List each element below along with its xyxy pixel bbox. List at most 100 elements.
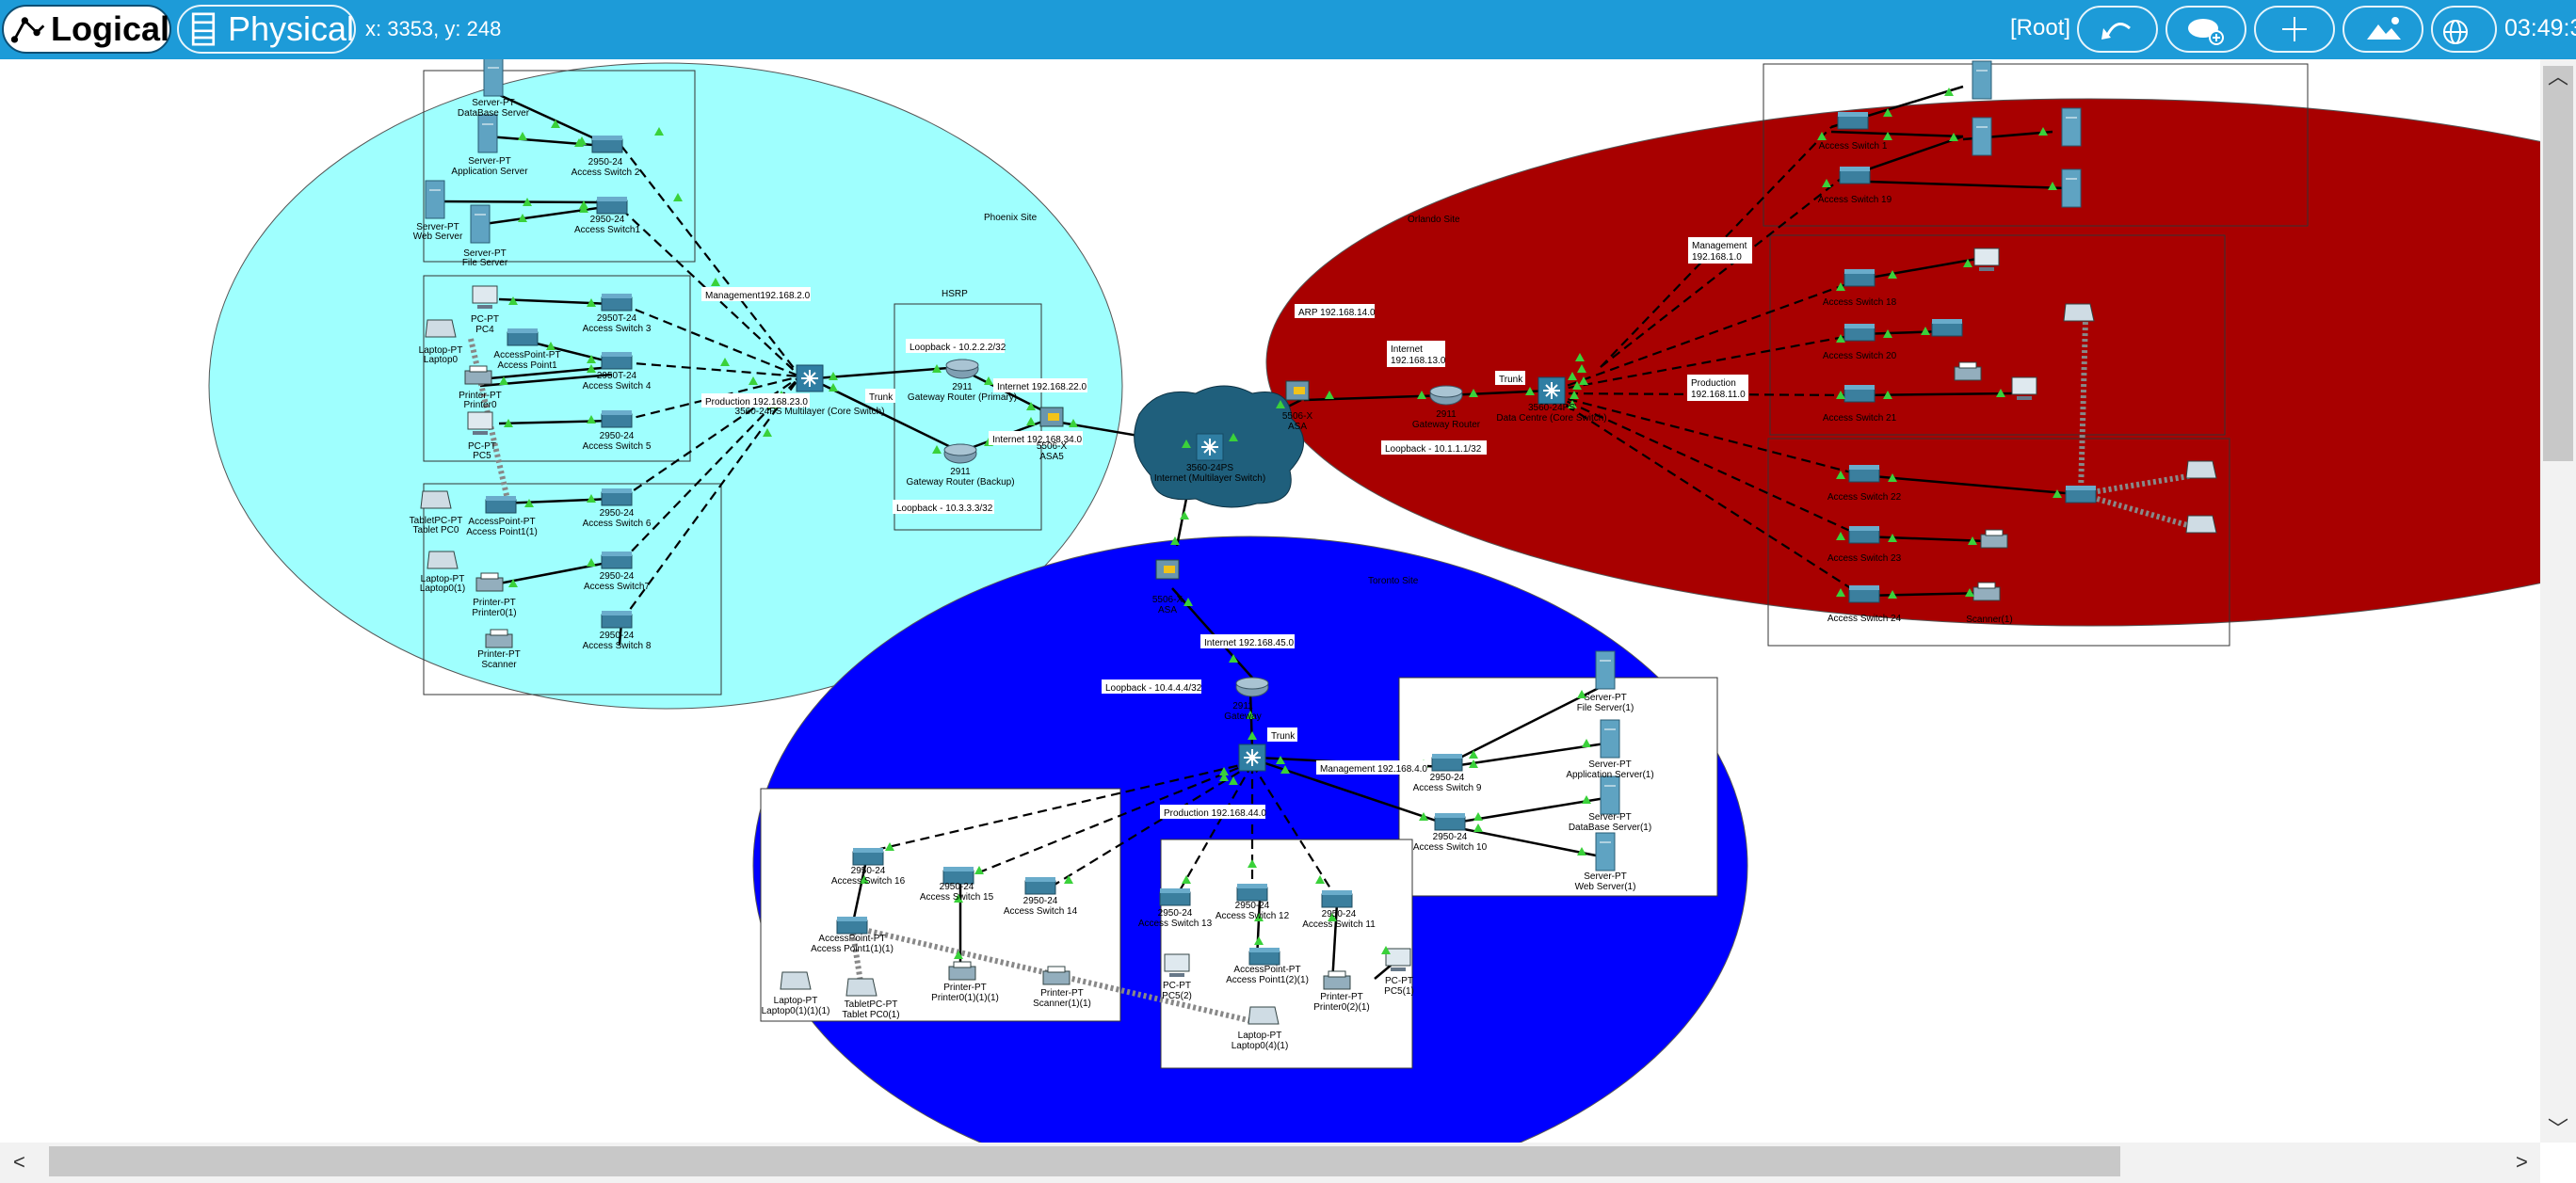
switch-icon[interactable] xyxy=(852,847,884,866)
switch-icon[interactable] xyxy=(1837,111,1869,130)
switch-icon[interactable] xyxy=(601,351,633,370)
switch-icon[interactable] xyxy=(1848,525,1880,544)
switch-icon[interactable] xyxy=(1159,887,1191,906)
device-label: PC-PT xyxy=(471,314,499,325)
logical-tab[interactable]: Logical xyxy=(2,5,171,54)
device-label: 2950-24 xyxy=(600,571,635,582)
switch-icon[interactable] xyxy=(1843,268,1876,287)
server-icon[interactable] xyxy=(1600,775,1620,815)
switch-icon[interactable] xyxy=(1839,166,1871,184)
background-button[interactable] xyxy=(2343,6,2423,53)
laptop-icon[interactable] xyxy=(780,971,812,990)
device-label: AccessPoint-PT xyxy=(1233,965,1300,975)
device-label: Laptop-PT xyxy=(419,345,463,356)
server-icon[interactable] xyxy=(425,180,445,219)
server-icon[interactable] xyxy=(1595,650,1616,690)
switch-icon[interactable] xyxy=(1024,876,1056,895)
scroll-up-icon[interactable]: ︿ xyxy=(2548,65,2569,88)
firewall-icon[interactable] xyxy=(1155,559,1180,580)
device-label: Laptop-PT xyxy=(1238,1031,1282,1041)
switch-icon[interactable] xyxy=(1843,384,1876,403)
access-point-icon[interactable] xyxy=(2065,485,2097,504)
laptop-icon[interactable] xyxy=(427,551,459,569)
device-label: Printer-PT xyxy=(943,983,987,993)
core-switch-icon[interactable] xyxy=(796,364,824,392)
server-icon[interactable] xyxy=(1972,60,1992,100)
device-label: 2950-24 xyxy=(940,882,974,892)
hsrp-label: HSRP xyxy=(942,289,968,299)
firewall-icon[interactable] xyxy=(1285,380,1310,401)
switch-icon[interactable] xyxy=(601,488,633,506)
orlando-site-area xyxy=(1265,98,2540,627)
device-label: Access Switch 18 xyxy=(1823,297,1897,308)
access-point-icon[interactable] xyxy=(507,328,539,346)
switch-icon[interactable] xyxy=(1848,464,1880,483)
core-switch-icon[interactable] xyxy=(1238,743,1266,772)
access-point-icon[interactable] xyxy=(1931,318,1963,337)
access-point-icon[interactable] xyxy=(836,916,868,935)
laptop-icon[interactable] xyxy=(425,319,457,338)
root-breadcrumb[interactable]: [Root] xyxy=(2010,15,2071,40)
vertical-scroll-thumb[interactable] xyxy=(2543,66,2573,461)
switch-icon[interactable] xyxy=(596,196,628,215)
server-icon[interactable] xyxy=(1972,117,1992,156)
loopback-label: Loopback - 10.1.1.1/32 xyxy=(1385,444,1482,455)
router-icon[interactable] xyxy=(1235,677,1269,697)
switch-icon[interactable] xyxy=(601,551,633,569)
scroll-down-icon[interactable]: ﹀ xyxy=(2548,1117,2569,1141)
laptop-icon[interactable] xyxy=(1248,1006,1280,1025)
device-label: Printer-PT xyxy=(473,598,516,608)
device-label: 5506-X xyxy=(1282,411,1313,422)
phoenix-site-label: Phoenix Site xyxy=(984,213,1038,223)
production-label: 192.168.11.0 xyxy=(1691,390,1746,400)
router-icon[interactable] xyxy=(945,359,979,379)
switch-icon[interactable] xyxy=(1321,889,1353,908)
device-label: Printer0(1) xyxy=(472,608,516,618)
tablet-icon[interactable] xyxy=(420,490,452,509)
access-point-icon[interactable] xyxy=(485,495,517,514)
new-cluster-button[interactable] xyxy=(2165,6,2246,53)
tablet-icon[interactable] xyxy=(845,978,877,997)
multilayer-switch-icon[interactable] xyxy=(1196,433,1224,461)
switch-icon[interactable] xyxy=(601,409,633,428)
server-icon[interactable] xyxy=(470,204,491,244)
device-label: Printer-PT xyxy=(1320,992,1363,1002)
switch-icon[interactable] xyxy=(1843,323,1876,342)
switch-icon[interactable] xyxy=(1434,812,1466,831)
internet-label: Internet 192.168.45.0 xyxy=(1204,638,1295,648)
switch-icon[interactable] xyxy=(591,135,623,153)
device-label: 3560-24PS Multilayer (Core Switch) xyxy=(735,407,885,417)
laptop-icon[interactable] xyxy=(2063,303,2095,322)
access-point-icon[interactable] xyxy=(1248,947,1280,966)
switch-icon[interactable] xyxy=(1431,753,1463,772)
server-icon[interactable] xyxy=(477,114,498,153)
scroll-right-icon[interactable]: > xyxy=(2516,1150,2528,1174)
server-icon[interactable] xyxy=(1595,832,1616,871)
switch-icon[interactable] xyxy=(1848,584,1880,603)
device-label: 2950-24 xyxy=(1158,908,1193,919)
server-icon[interactable] xyxy=(483,59,504,97)
core-switch-icon[interactable] xyxy=(1538,376,1566,405)
device-label: Access Switch1 xyxy=(574,225,640,235)
topology-canvas[interactable]: Phoenix Site HSRP Orlando Site Toronto S… xyxy=(0,59,2540,1143)
router-icon[interactable] xyxy=(943,443,977,464)
device-label: 2950-24 xyxy=(590,215,625,225)
undo-button[interactable] xyxy=(2077,6,2158,53)
switch-icon[interactable] xyxy=(601,293,633,312)
server-icon[interactable] xyxy=(1600,719,1620,759)
laptop-icon[interactable] xyxy=(2185,515,2217,534)
move-object-button[interactable] xyxy=(2254,6,2335,53)
horizontal-scroll-thumb[interactable] xyxy=(49,1146,2120,1176)
tablet-icon[interactable] xyxy=(2185,460,2217,479)
switch-icon[interactable] xyxy=(1236,883,1268,902)
physical-tab[interactable]: Physical xyxy=(177,5,356,54)
server-icon[interactable] xyxy=(2061,107,2082,147)
router-icon[interactable] xyxy=(1429,385,1463,406)
switch-icon[interactable] xyxy=(601,610,633,629)
server-icon[interactable] xyxy=(2061,168,2082,208)
device-label: Access Switch 9 xyxy=(1413,783,1482,793)
scroll-left-icon[interactable]: < xyxy=(13,1150,25,1174)
firewall-icon[interactable] xyxy=(1039,407,1064,427)
viewport-button[interactable] xyxy=(2431,6,2497,53)
